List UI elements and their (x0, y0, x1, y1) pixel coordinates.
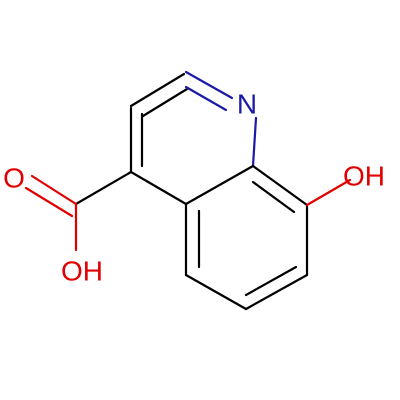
atom-nitrogen-label: N (237, 88, 257, 119)
bond-c3-n1 (184, 70, 234, 100)
bond-c4-c4a (129, 170, 188, 206)
bond-n1-c8a (251, 116, 258, 168)
bond-c6-c7-inner (244, 265, 298, 297)
bond-c-o-double-a (30, 174, 78, 206)
atom-carbonyl-oxygen-label: O (3, 162, 25, 193)
bond-c6-c7 (244, 273, 309, 311)
bond-c8-c8a-inner (251, 180, 296, 214)
bond-c2-c3-inner (141, 87, 189, 118)
atom-acid-hydroxyl-label: OH (61, 255, 103, 286)
atom-hydroxyl-label: OH (343, 160, 385, 191)
bond-c4-cooh (74, 170, 133, 206)
bond-c8-c8a (251, 164, 309, 207)
bond-c4a-c8a (184, 164, 255, 206)
bond-c2-c3 (129, 72, 186, 108)
bond-c-o-double-b (24, 186, 74, 218)
bond-c5-c6 (184, 273, 248, 311)
bond-c8-oh (305, 178, 352, 207)
bond-c3-n1-inner (184, 85, 228, 112)
